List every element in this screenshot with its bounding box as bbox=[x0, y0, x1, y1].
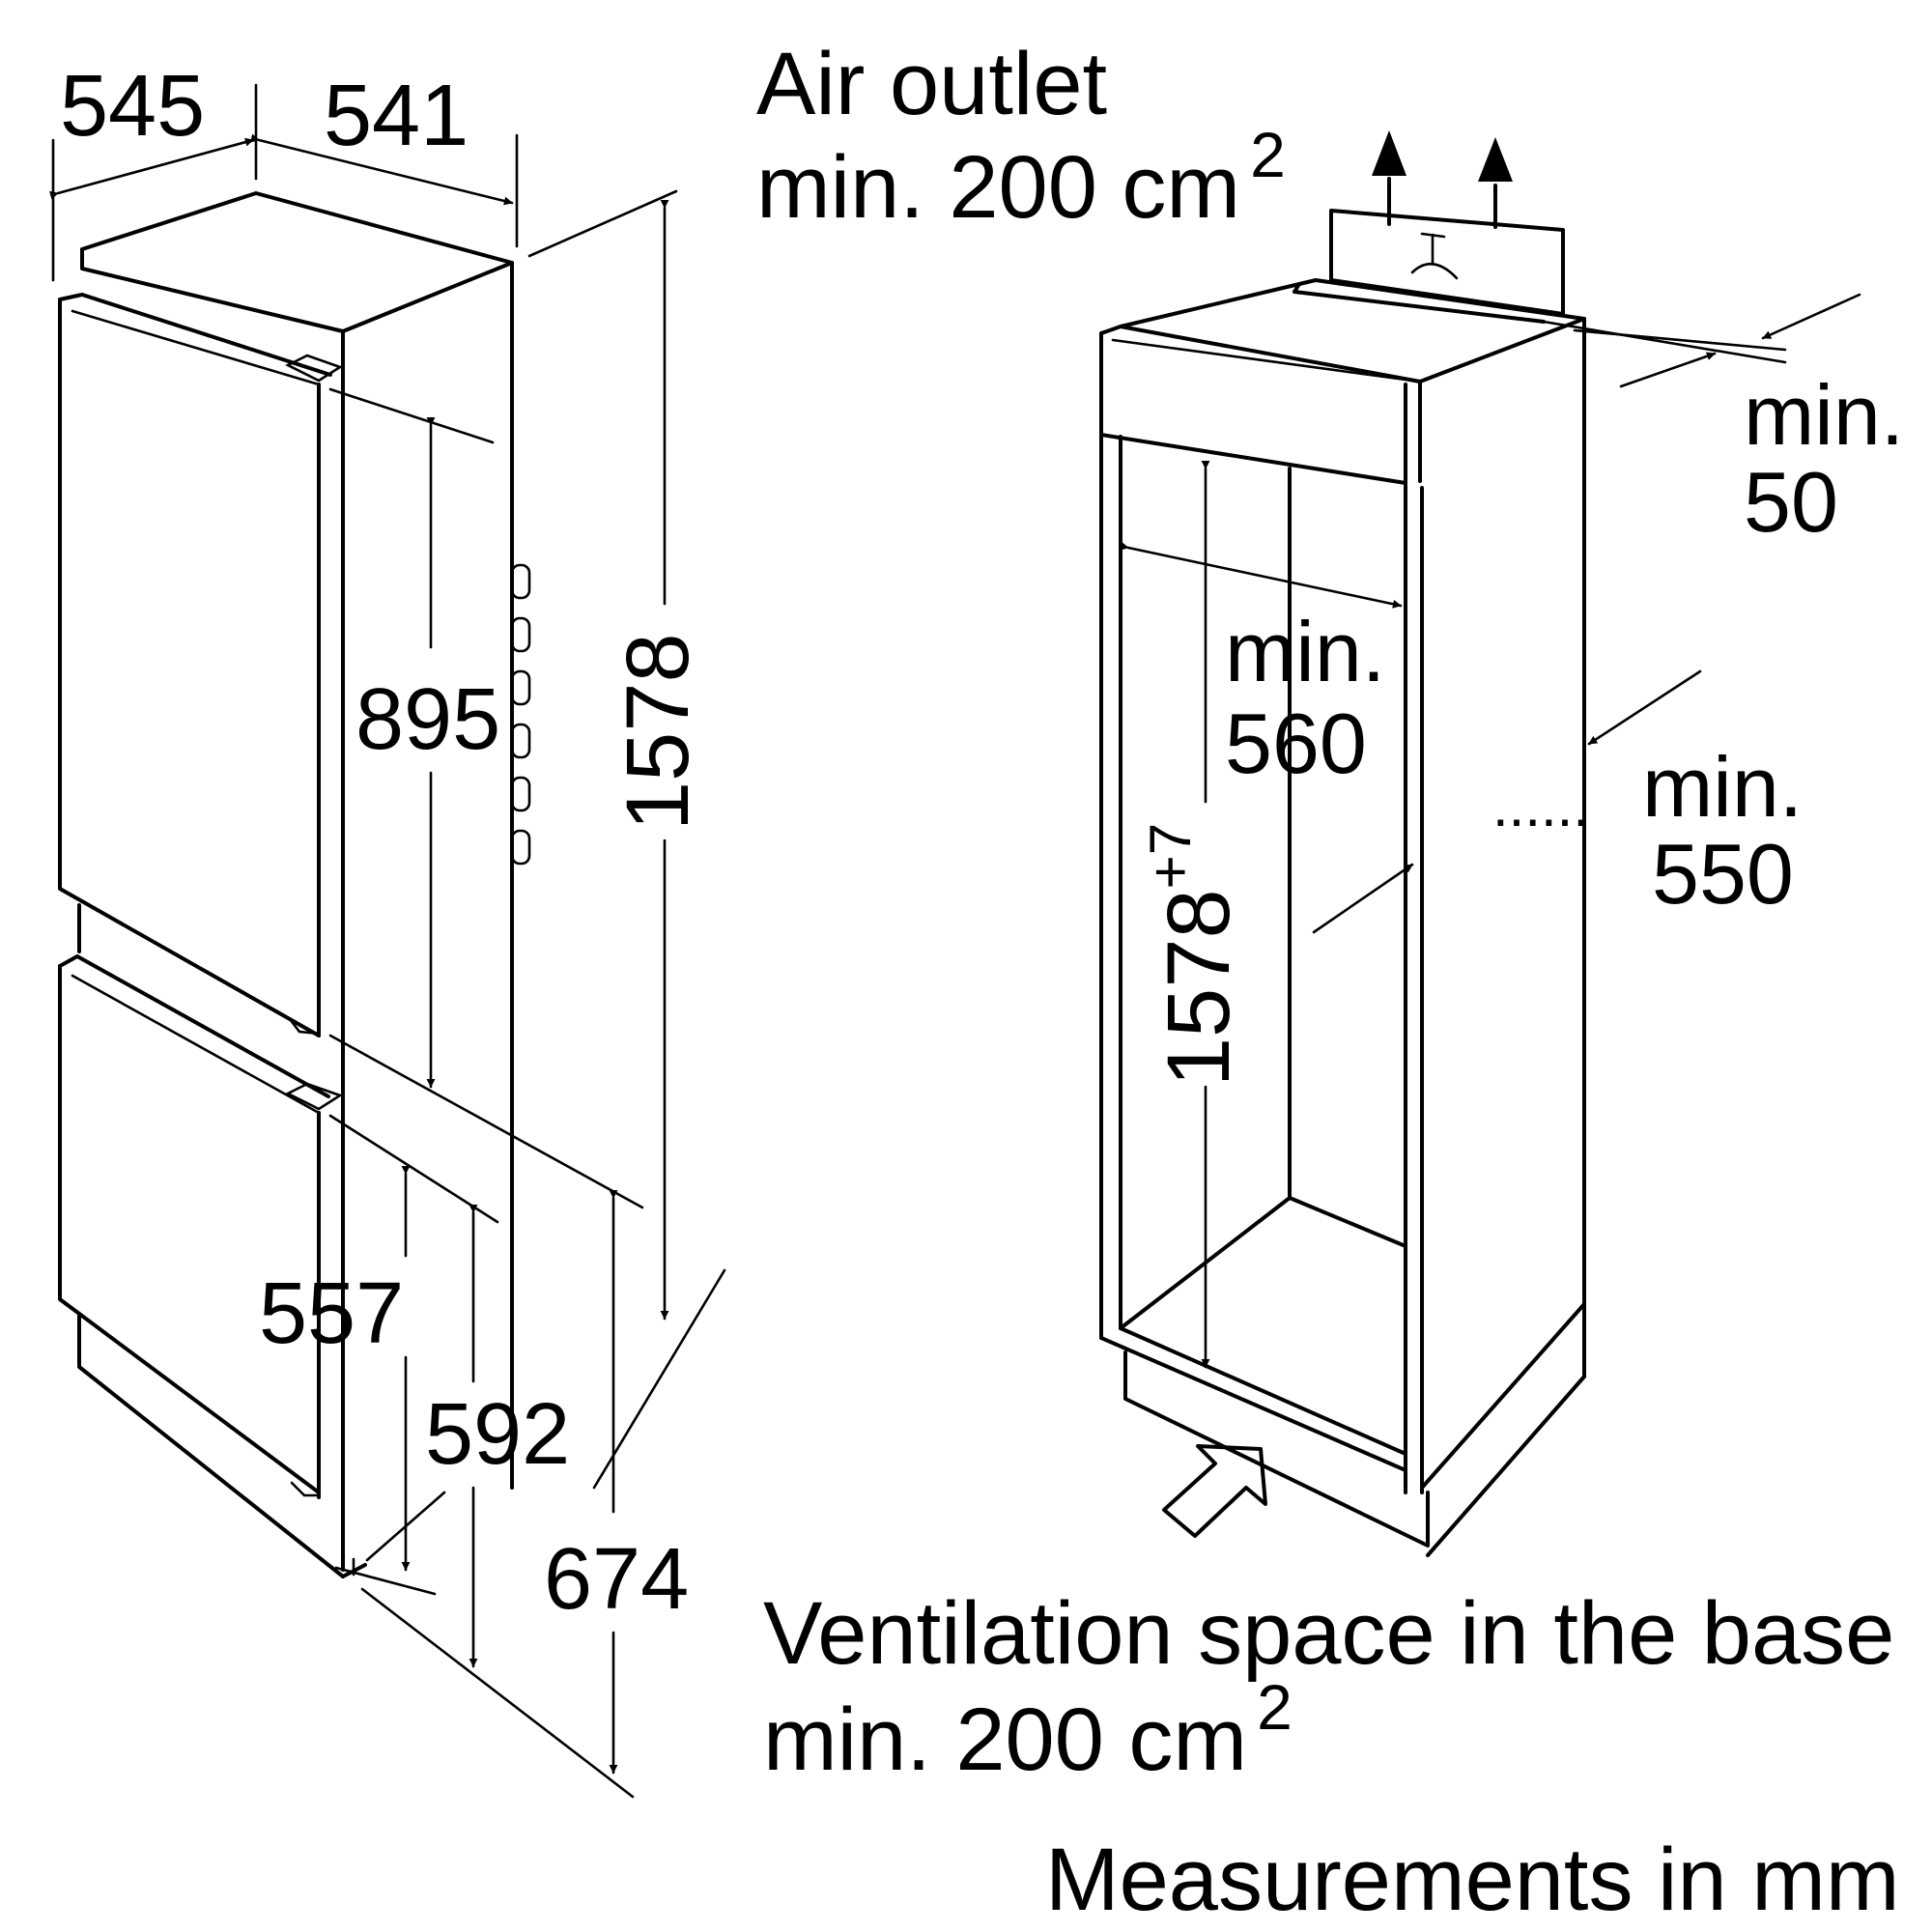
fan-icon bbox=[1410, 232, 1459, 280]
min-depth-label: min. bbox=[1642, 739, 1803, 835]
dim-lower-section-label: 674 bbox=[544, 1531, 689, 1628]
dim-depth-label: 541 bbox=[324, 68, 469, 164]
right-dimension-lines: ...... bbox=[1120, 293, 1861, 1369]
min-depth-value: 550 bbox=[1652, 826, 1794, 922]
min-width-value: 560 bbox=[1225, 696, 1367, 791]
min-gap-value: 50 bbox=[1744, 454, 1838, 550]
dim-lower-hinge-label: 592 bbox=[425, 1386, 570, 1483]
vent-grille-icon bbox=[510, 563, 531, 866]
air-outlet-arrows-icon bbox=[1372, 130, 1513, 229]
left-dimension-lines bbox=[49, 83, 726, 1799]
air-outlet-title: Air outlet bbox=[756, 35, 1107, 133]
dim-total-height-label: 1578 bbox=[609, 633, 707, 831]
ventilation-inlet-arrow-icon bbox=[1162, 1444, 1267, 1538]
niche-drawing bbox=[1099, 130, 1586, 1557]
niche-height-label: 1578+7 bbox=[1138, 823, 1248, 1087]
min-width-label: min. bbox=[1225, 604, 1385, 699]
svg-text:1578+7: 1578+7 bbox=[1138, 823, 1248, 1087]
dim-upper-door-label: 895 bbox=[355, 671, 500, 768]
depth-dotted-leader: ...... bbox=[1492, 774, 1589, 838]
ventilation-title: Ventilation space in the base bbox=[763, 1584, 1894, 1683]
appliance-drawing bbox=[58, 191, 531, 1578]
min-gap-label: min. bbox=[1744, 367, 1904, 463]
dim-lower-door-label: 557 bbox=[259, 1265, 404, 1362]
left-dimension-labels: 545 541 895 1578 557 592 674 bbox=[60, 58, 707, 1628]
right-dimension-labels: 1578+7 min. 560 min. 550 min. 50 bbox=[1138, 367, 1904, 1087]
dim-width-label: 545 bbox=[60, 58, 205, 155]
units-note: Measurements in mm bbox=[1045, 1831, 1899, 1929]
